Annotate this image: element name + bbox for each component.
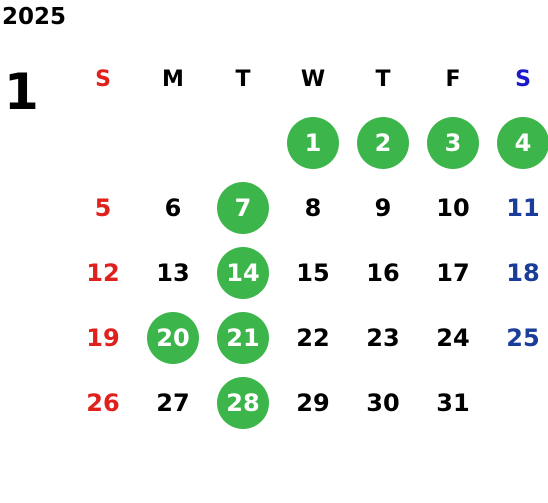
- calendar-day[interactable]: 25: [488, 305, 548, 370]
- calendar-day-number: 20: [147, 311, 199, 364]
- calendar-day-number: 17: [436, 258, 470, 287]
- weekday-header-sat: S: [515, 66, 531, 92]
- calendar-day[interactable]: 18: [488, 240, 548, 305]
- calendar-day-number: [77, 117, 129, 169]
- calendar-day-number: 24: [436, 323, 470, 352]
- calendar-day[interactable]: 8: [278, 175, 348, 240]
- calendar-day[interactable]: 27: [138, 370, 208, 435]
- calendar-day[interactable]: 10: [418, 175, 488, 240]
- weekday-header-thu: T: [375, 66, 391, 92]
- calendar-day[interactable]: 29: [278, 370, 348, 435]
- calendar-day-number: [217, 117, 269, 169]
- calendar-day[interactable]: 15: [278, 240, 348, 305]
- calendar-day-number: 13: [156, 258, 190, 287]
- calendar-day[interactable]: 26: [68, 370, 138, 435]
- calendar-empty-cell: [488, 370, 548, 435]
- calendar-day[interactable]: 22: [278, 305, 348, 370]
- weekday-header-tue: T: [235, 66, 251, 92]
- calendar-day-number: 19: [86, 323, 120, 352]
- calendar-empty-cell: [138, 110, 208, 175]
- calendar-day-number: 3: [427, 116, 479, 169]
- calendar-day-number: 8: [304, 193, 322, 222]
- calendar-day[interactable]: 30: [348, 370, 418, 435]
- calendar-day-number: 9: [374, 193, 392, 222]
- calendar-day[interactable]: 13: [138, 240, 208, 305]
- weekday-header-fri: F: [445, 66, 461, 92]
- calendar-day-number: 26: [86, 388, 120, 417]
- calendar-day-number: 30: [366, 388, 400, 417]
- calendar-day[interactable]: 24: [418, 305, 488, 370]
- calendar-day[interactable]: 19: [68, 305, 138, 370]
- calendar-day-number: 31: [436, 388, 470, 417]
- calendar-day-number: 29: [296, 388, 330, 417]
- calendar-day[interactable]: 16: [348, 240, 418, 305]
- calendar-day[interactable]: 23: [348, 305, 418, 370]
- calendar-day[interactable]: 4: [488, 110, 548, 175]
- calendar-day[interactable]: 12: [68, 240, 138, 305]
- calendar-day-number: 5: [94, 193, 112, 222]
- calendar-day-number: 23: [366, 323, 400, 352]
- calendar-day[interactable]: 5: [68, 175, 138, 240]
- calendar-empty-cell: [68, 110, 138, 175]
- calendar-day-number: 1: [287, 116, 339, 169]
- calendar-day-number: 6: [164, 193, 182, 222]
- calendar-day-number: [147, 117, 199, 169]
- calendar-day-number: 27: [156, 388, 190, 417]
- calendar-day[interactable]: 1: [278, 110, 348, 175]
- calendar-day-number: 22: [296, 323, 330, 352]
- calendar-empty-cell: [208, 110, 278, 175]
- calendar-day-number: 12: [86, 258, 120, 287]
- calendar-day[interactable]: 11: [488, 175, 548, 240]
- calendar-day-number: 18: [506, 258, 540, 287]
- calendar-day[interactable]: 6: [138, 175, 208, 240]
- year-label: 2025: [2, 4, 67, 30]
- calendar-day[interactable]: 20: [138, 305, 208, 370]
- calendar-day[interactable]: 31: [418, 370, 488, 435]
- weekday-header-wed: W: [300, 66, 326, 92]
- calendar-day-number: 25: [506, 323, 540, 352]
- calendar-day-number: 28: [217, 376, 269, 429]
- calendar-day-number: [497, 377, 548, 429]
- calendar-day[interactable]: 7: [208, 175, 278, 240]
- calendar-day-number: 4: [497, 116, 548, 169]
- calendar-day[interactable]: 9: [348, 175, 418, 240]
- calendar-day-number: 11: [506, 193, 540, 222]
- calendar-day-number: 10: [436, 193, 470, 222]
- calendar-day[interactable]: 17: [418, 240, 488, 305]
- calendar-day-number: 15: [296, 258, 330, 287]
- weekday-header-sun: S: [95, 66, 111, 92]
- calendar-day-number: 14: [217, 246, 269, 299]
- calendar-day[interactable]: 3: [418, 110, 488, 175]
- weekday-header-mon: M: [162, 66, 184, 92]
- calendar-day[interactable]: 28: [208, 370, 278, 435]
- calendar-day-number: 2: [357, 116, 409, 169]
- month-label: 1: [4, 63, 39, 121]
- calendar-day-number: 21: [217, 311, 269, 364]
- calendar-day-number: 7: [217, 181, 269, 234]
- calendar-day[interactable]: 2: [348, 110, 418, 175]
- calendar-day-number: 16: [366, 258, 400, 287]
- calendar-day[interactable]: 21: [208, 305, 278, 370]
- calendar-day[interactable]: 14: [208, 240, 278, 305]
